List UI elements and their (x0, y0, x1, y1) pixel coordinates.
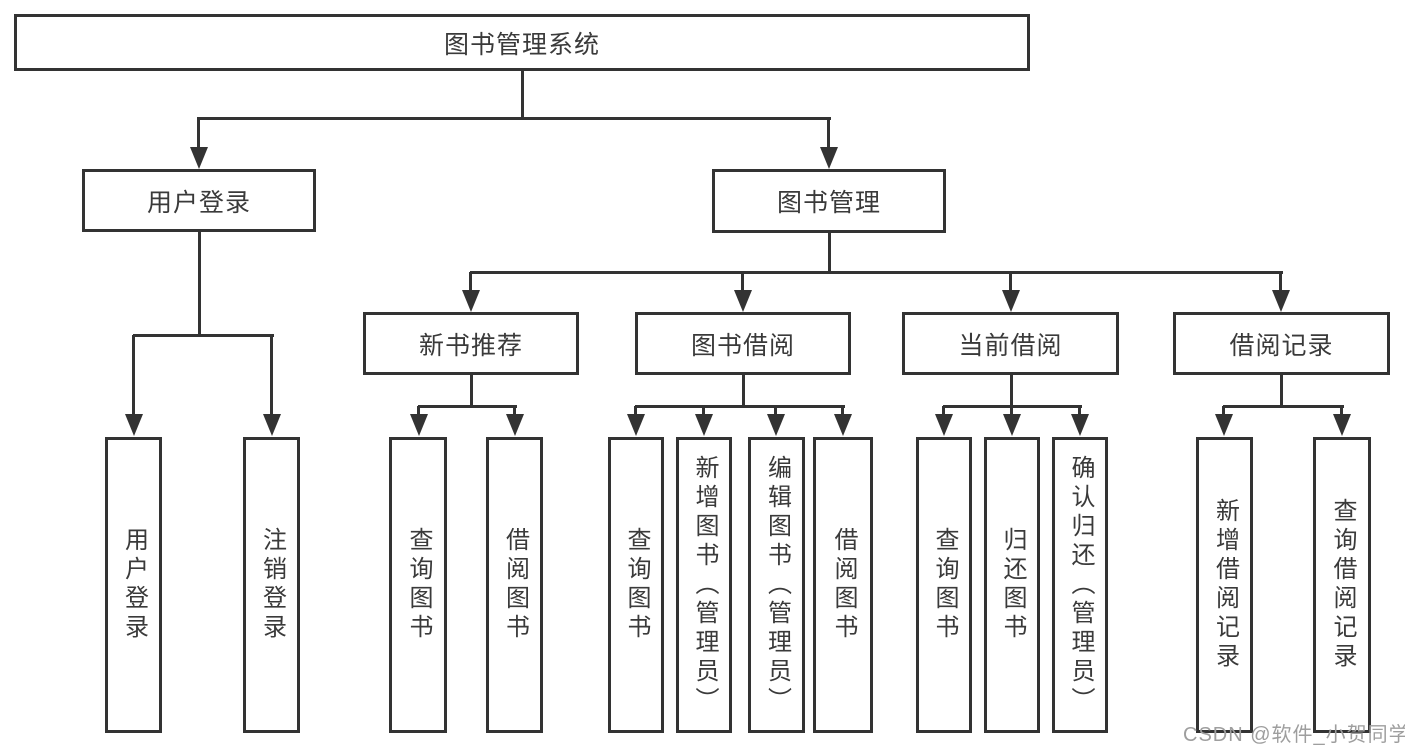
connector-arrow-down (734, 272, 752, 312)
connector-arrow-down (1215, 406, 1233, 436)
leaf-records-query-record: 查询借阅记录 (1313, 437, 1371, 733)
leaf-recommend-borrow-books: 借阅图书 (486, 437, 543, 733)
connector-arrow-down (935, 406, 953, 436)
connector-line (133, 334, 274, 337)
connector-line (470, 373, 473, 407)
node-root-system: 图书管理系统 (14, 14, 1030, 71)
connector-arrow-down (695, 406, 713, 436)
connector-line (521, 70, 524, 118)
node-label: 用户登录 (146, 188, 251, 217)
node-book-borrowing: 图书借阅 (635, 312, 851, 375)
connector-arrow-down (1333, 406, 1351, 436)
leaf-label: 新增借阅记录 (1211, 498, 1239, 672)
leaf-label: 借阅图书 (830, 527, 857, 643)
node-new-book-recommend: 新书推荐 (363, 312, 579, 375)
node-book-management: 图书管理 (712, 169, 946, 233)
node-label: 新书推荐 (418, 331, 523, 360)
connector-arrow-down (1071, 406, 1089, 436)
leaf-recommend-query-books: 查询图书 (389, 437, 447, 733)
leaf-records-add-record: 新增借阅记录 (1196, 437, 1253, 733)
connector-line (1223, 405, 1344, 408)
connector-arrow-down (1002, 272, 1020, 312)
connector-arrow-down (1003, 406, 1021, 436)
connector-arrow-down (190, 118, 208, 169)
node-user-login: 用户登录 (82, 169, 316, 232)
node-label: 图书管理系统 (443, 30, 600, 59)
leaf-label: 编辑图书（管理员） (763, 454, 791, 716)
connector-line (1010, 373, 1013, 407)
connector-arrow-down (627, 406, 645, 436)
leaf-logout: 注销登录 (243, 437, 300, 733)
leaf-label: 查询图书 (623, 527, 650, 643)
node-label: 借阅记录 (1229, 331, 1334, 360)
leaf-borrowing-query-books: 查询图书 (608, 437, 664, 733)
leaf-label: 注销登录 (258, 527, 286, 643)
node-label: 图书管理 (776, 189, 881, 217)
node-borrowing-records: 借阅记录 (1173, 312, 1390, 375)
leaf-label: 借阅图书 (501, 527, 529, 643)
connector-arrow-down (125, 335, 143, 436)
connector-arrow-down (410, 406, 428, 436)
leaf-current-confirm-return-admin: 确认归还（管理员） (1052, 437, 1108, 733)
csdn-watermark: CSDN @软件_小贺同学 (1183, 724, 1405, 746)
leaf-current-return-books: 归还图书 (984, 437, 1040, 733)
leaf-borrowing-borrow-books: 借阅图书 (813, 437, 873, 733)
node-label: 当前借阅 (958, 331, 1063, 360)
connector-arrow-down (834, 406, 852, 436)
connector-arrow-down (767, 406, 785, 436)
connector-line (470, 271, 1283, 274)
connector-line (742, 373, 745, 407)
leaf-borrowing-add-books-admin: 新增图书（管理员） (676, 437, 732, 733)
connector-line (418, 405, 517, 408)
connector-line (828, 230, 831, 274)
node-label: 图书借阅 (690, 331, 795, 360)
leaf-label: 归还图书 (999, 527, 1026, 643)
leaf-label: 新增图书（管理员） (691, 454, 718, 716)
leaf-user-login: 用户登录 (105, 437, 162, 733)
connector-arrow-down (820, 118, 838, 169)
connector-arrow-down (506, 406, 524, 436)
connector-line (1280, 373, 1283, 407)
connector-line (635, 405, 845, 408)
leaf-label: 查询借阅记录 (1329, 498, 1356, 672)
leaf-label: 查询图书 (405, 527, 432, 643)
connector-line (197, 117, 831, 120)
leaf-label: 查询图书 (931, 527, 958, 643)
leaf-current-query-books: 查询图书 (916, 437, 972, 733)
leaf-label: 确认归还（管理员） (1067, 454, 1094, 716)
leaf-borrowing-edit-books-admin: 编辑图书（管理员） (748, 437, 805, 733)
connector-line (198, 230, 201, 336)
connector-arrow-down (263, 335, 281, 436)
connector-arrow-down (462, 272, 480, 312)
connector-arrow-down (1272, 272, 1290, 312)
leaf-label: 用户登录 (120, 527, 148, 643)
node-current-borrowing: 当前借阅 (902, 312, 1119, 375)
